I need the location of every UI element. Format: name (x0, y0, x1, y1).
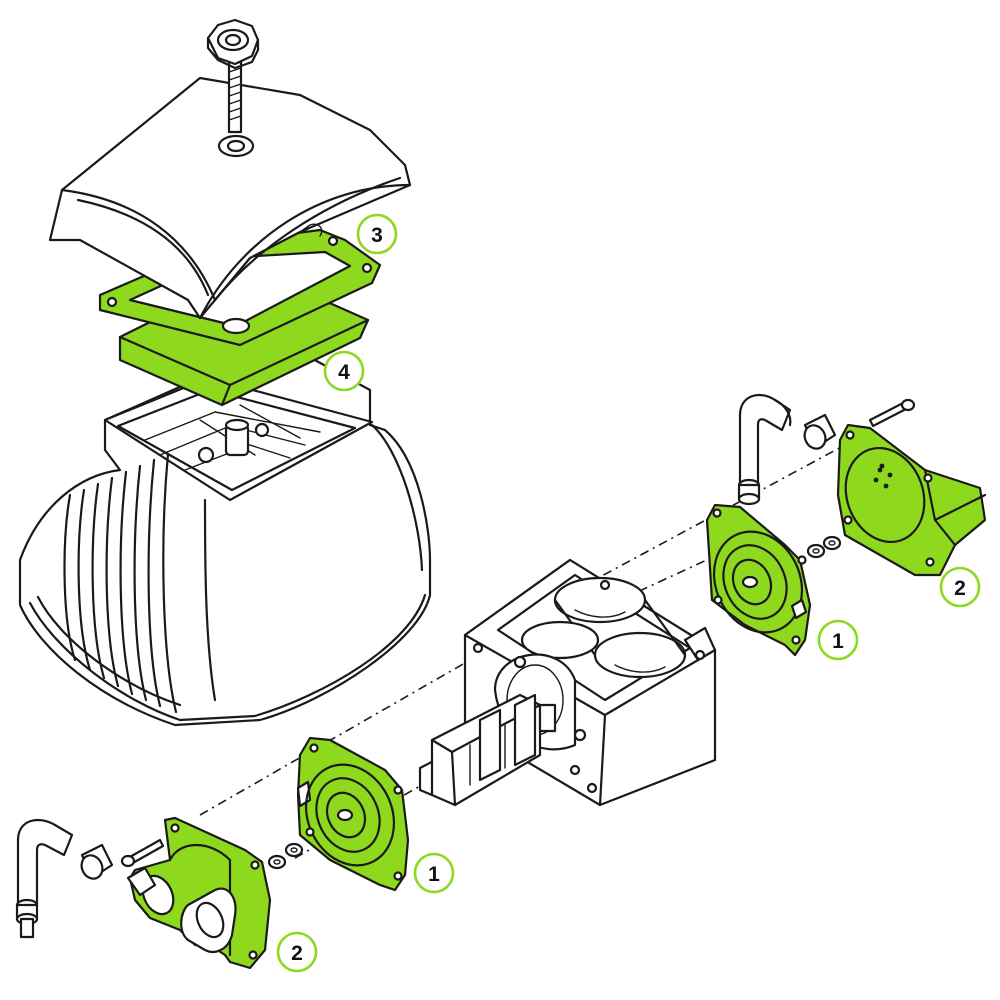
rubber-plug-left (80, 843, 114, 880)
chamber-head-right (836, 423, 987, 577)
svg-text:2: 2 (954, 577, 966, 600)
callout-1-right: 1 (817, 619, 859, 661)
svg-text:4: 4 (338, 361, 350, 384)
svg-text:1: 1 (832, 630, 844, 653)
knob-screw (206, 18, 260, 134)
elbow-tube-right (737, 393, 792, 506)
elbow-tube-left (15, 818, 74, 939)
screw-right (868, 398, 916, 428)
washers-left (267, 842, 304, 870)
svg-text:2: 2 (291, 942, 303, 965)
piston-magnet (418, 693, 557, 807)
callout-2-left: 2 (276, 931, 318, 973)
callout-4: 4 (323, 350, 365, 392)
callout-2-right: 2 (939, 566, 981, 608)
svg-text:3: 3 (371, 224, 383, 247)
svg-text:1: 1 (428, 863, 440, 886)
chamber-head-right-2 (836, 423, 987, 577)
gasket-3 (98, 228, 382, 347)
screw-left (120, 838, 165, 868)
chamber-head-left-2 (126, 816, 272, 970)
rubber-plug-right (803, 413, 837, 450)
diaphragm-plate-right (705, 503, 812, 657)
callout-3: 3 (356, 213, 398, 255)
washers-right (806, 535, 842, 559)
diaphragm-right-1 (705, 503, 812, 657)
callout-1-left: 1 (413, 852, 455, 894)
cooling-fins (63, 452, 178, 714)
top-cover (48, 76, 412, 335)
pump-housing (18, 350, 432, 727)
diaphragm-left-1 (296, 736, 410, 892)
